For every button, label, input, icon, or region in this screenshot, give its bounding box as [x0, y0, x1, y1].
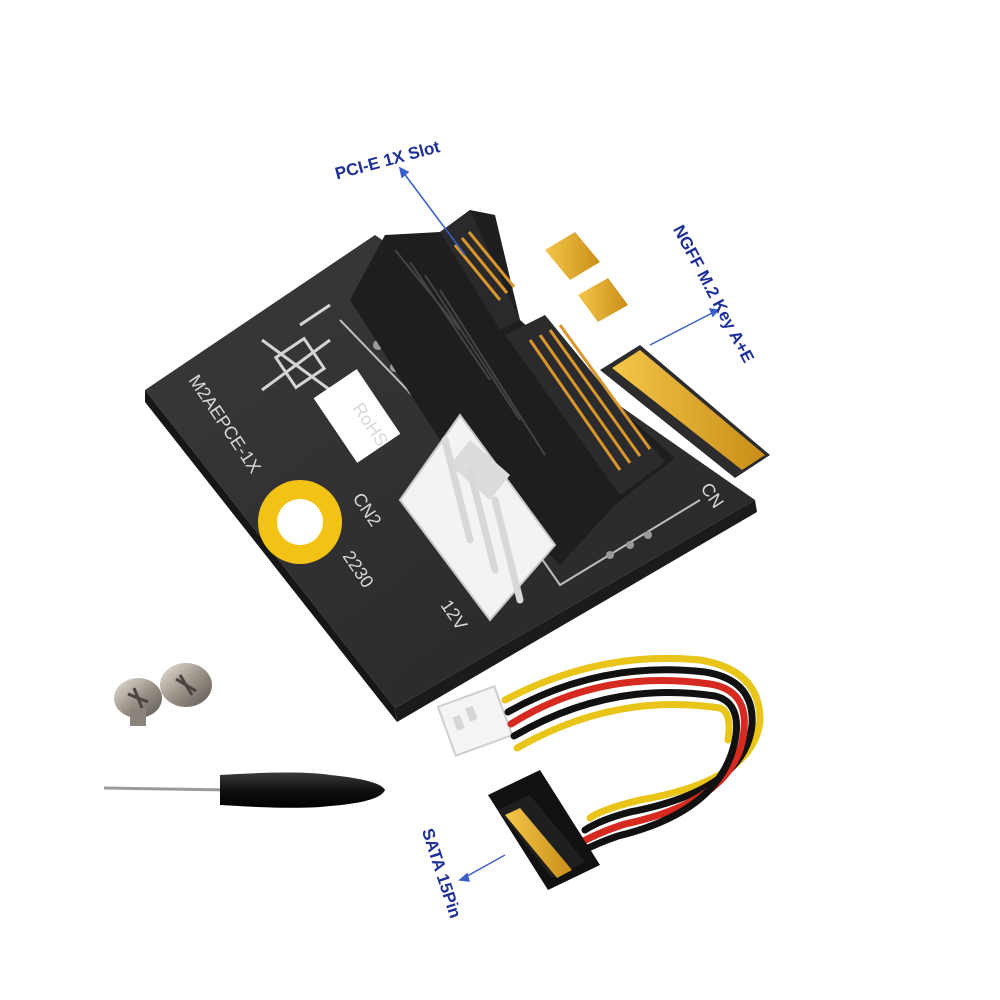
pcb-edge	[395, 500, 757, 722]
pcie-x1-slot	[350, 210, 675, 565]
mounting-hole	[258, 480, 342, 564]
sata-connector	[488, 770, 600, 890]
callout-arrows	[398, 166, 720, 882]
screw	[160, 663, 212, 707]
screws	[114, 663, 212, 726]
small-connector	[436, 685, 514, 757]
screw	[114, 678, 162, 726]
pcb-edge-left	[145, 390, 397, 722]
power-cable	[436, 654, 764, 890]
power-header	[398, 413, 557, 622]
m2-gold-fingers	[545, 232, 770, 478]
adapter-board: RoHS M2AEPCE-1X CN2 2230 12V CN	[145, 210, 770, 722]
slot-ribs	[394, 249, 546, 456]
screwdriver	[103, 772, 385, 808]
slot-contacts	[453, 231, 652, 471]
weee-bin-icon	[261, 303, 331, 392]
